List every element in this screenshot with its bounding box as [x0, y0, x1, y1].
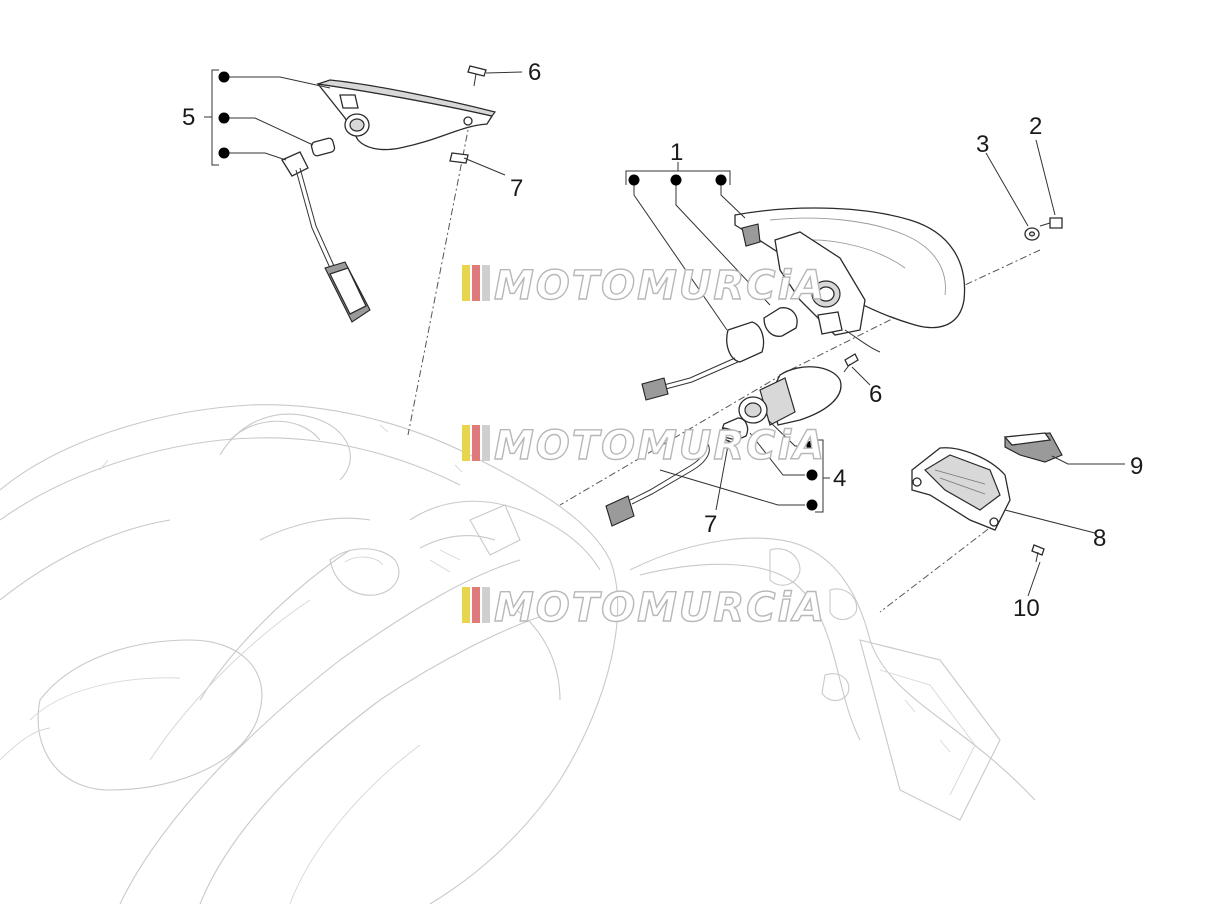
screw-6-right	[843, 353, 859, 373]
bulb-tail	[763, 307, 798, 337]
watermark-3: MOTOMURCiA	[462, 584, 826, 632]
screw-10	[1031, 544, 1045, 563]
callout-10: 10	[1013, 595, 1040, 622]
callout-labels: 1 2 3 4 5 6 6 7 7 8 9 10	[182, 59, 1143, 622]
washer-3	[1024, 227, 1040, 241]
leader-lines	[204, 69, 1125, 597]
screw-2	[1039, 217, 1063, 229]
tail-light-assembly	[734, 207, 966, 353]
scooter-body-outline	[0, 404, 619, 904]
front-light-assembly	[316, 79, 497, 151]
callout-5: 5	[182, 104, 195, 131]
clip-7-top	[449, 152, 469, 164]
lens-9	[1003, 432, 1063, 463]
callout-3: 3	[976, 131, 989, 158]
callout-4: 4	[833, 465, 846, 492]
callout-6-right: 6	[869, 381, 882, 408]
callout-7-bottom: 7	[704, 511, 717, 538]
bulb-small	[310, 137, 336, 157]
callout-2: 2	[1029, 113, 1042, 140]
group-dots	[218, 71, 818, 511]
socket-with-cable	[281, 151, 371, 323]
watermark-text-1: MOTOMURCiA	[494, 263, 826, 309]
callout-7-top: 7	[510, 175, 523, 202]
indicator-lamp	[738, 366, 842, 426]
callout-1: 1	[670, 139, 683, 166]
indicator-socket-with-cable	[605, 439, 710, 527]
screw-6-top	[467, 65, 487, 87]
rear-fender-outline	[629, 537, 1036, 821]
callout-9: 9	[1130, 453, 1143, 480]
alignment-lines	[407, 119, 1041, 613]
watermark-2: MOTOMURCiA	[462, 422, 826, 470]
callout-8: 8	[1093, 525, 1106, 552]
watermark-text-3: MOTOMURCiA	[494, 585, 826, 631]
license-plate-light	[911, 447, 1011, 531]
callout-6-top: 6	[528, 59, 541, 86]
tail-socket-with-cable	[641, 321, 765, 401]
watermark-text-2: MOTOMURCiA	[494, 423, 826, 469]
watermark-1: MOTOMURCiA	[462, 262, 826, 310]
clip-7-bottom	[719, 427, 741, 441]
